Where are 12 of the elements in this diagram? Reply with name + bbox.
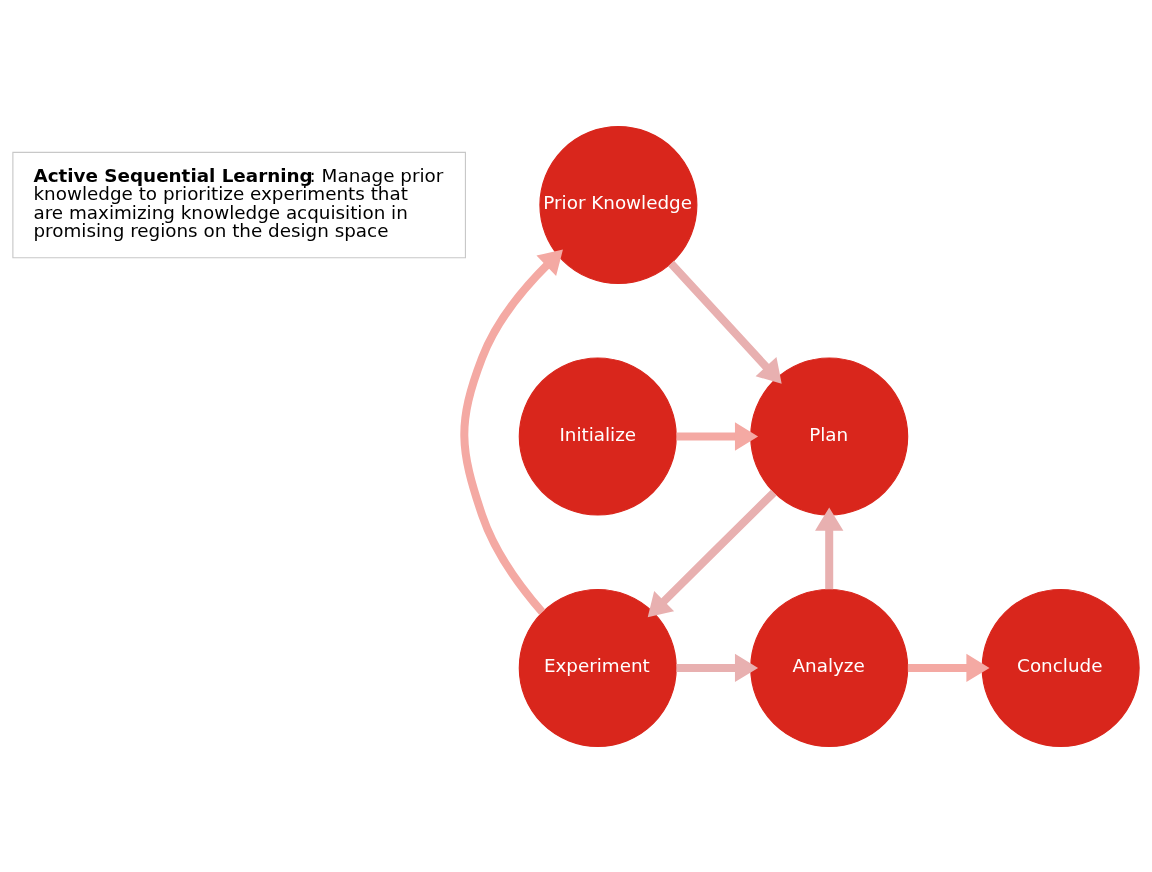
- arrow: [460, 249, 563, 615]
- node-box: Active Sequential Learning: Manage prior knowledge to prioritize experiments that are maximizing knowledge acquisition in promising regions on the design space: [12, 151, 466, 258]
- arrow: [907, 653, 990, 682]
- node-circle: Conclude: [981, 588, 1140, 747]
- node-circle: Analyze: [750, 588, 909, 747]
- node-circle: Initialize: [518, 356, 677, 516]
- arrow: [668, 260, 782, 384]
- arrow: [815, 507, 844, 589]
- arrow: [676, 653, 759, 682]
- arrow: [647, 489, 777, 617]
- node-circle: Prior Knowledge: [539, 125, 698, 284]
- arrow: [676, 421, 759, 451]
